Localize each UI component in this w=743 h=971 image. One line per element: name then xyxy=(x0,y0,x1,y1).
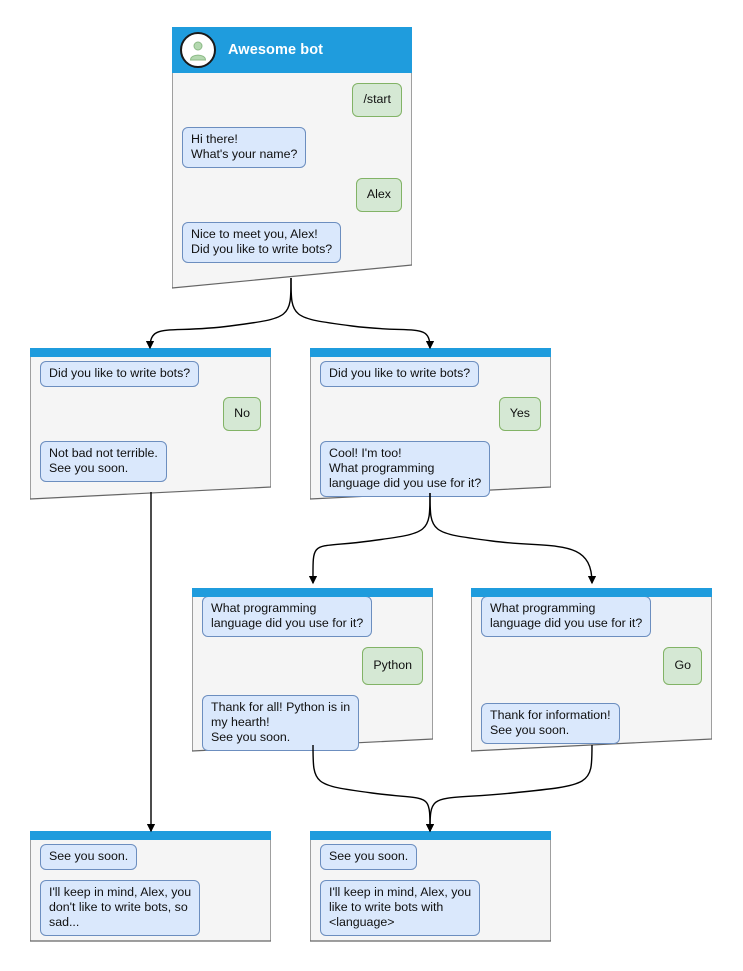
message-row: Not bad not terrible. See you soon. xyxy=(40,441,261,482)
bot-message-bubble[interactable]: What programming language did you use fo… xyxy=(481,596,652,637)
message-row: I'll keep in mind, Alex, you don't like … xyxy=(40,880,261,936)
edge-go-to-end-happy xyxy=(425,744,593,833)
user-message-bubble[interactable]: Python xyxy=(362,647,423,685)
node-lang-python-header xyxy=(192,588,433,597)
bot-message-bubble[interactable]: Hi there! What's your name? xyxy=(182,127,307,168)
message-row: /start xyxy=(182,83,402,117)
message-row: Did you like to write bots? xyxy=(40,361,261,387)
bot-message-bubble[interactable]: Did you like to write bots? xyxy=(40,361,200,387)
message-row: What programming language did you use fo… xyxy=(481,596,702,637)
bot-message-bubble[interactable]: I'll keep in mind, Alex, you don't like … xyxy=(40,880,201,936)
user-message-bubble[interactable]: Yes xyxy=(498,397,541,431)
message-row: What programming language did you use fo… xyxy=(202,596,423,637)
message-row: Thank for information! See you soon. xyxy=(481,703,702,744)
user-message-bubble[interactable]: No xyxy=(223,397,261,431)
bot-message-bubble[interactable]: See you soon. xyxy=(320,844,418,870)
node-answer-yes[interactable]: Did you like to write bots? Yes Cool! I'… xyxy=(310,348,551,500)
node-lang-go[interactable]: What programming language did you use fo… xyxy=(471,588,712,752)
node-answer-no-header xyxy=(30,348,271,357)
bot-message-bubble[interactable]: I'll keep in mind, Alex, you like to wri… xyxy=(320,880,481,936)
node-start[interactable]: Awesome bot /start Hi there! What's your… xyxy=(172,27,412,289)
message-row: I'll keep in mind, Alex, you like to wri… xyxy=(320,880,541,936)
message-row: No xyxy=(40,397,261,431)
node-end-sad[interactable]: See you soon. I'll keep in mind, Alex, y… xyxy=(30,831,271,942)
node-start-header: Awesome bot xyxy=(172,27,412,73)
node-end-sad-messages: See you soon. I'll keep in mind, Alex, y… xyxy=(30,844,271,946)
bot-message-bubble[interactable]: Thank for information! See you soon. xyxy=(481,703,620,744)
node-end-sad-header xyxy=(30,831,271,840)
node-end-happy-header xyxy=(310,831,551,840)
user-message-bubble[interactable]: Go xyxy=(663,647,702,685)
message-row: Did you like to write bots? xyxy=(320,361,541,387)
node-answer-yes-header xyxy=(310,348,551,357)
bot-message-bubble[interactable]: Not bad not terrible. See you soon. xyxy=(40,441,167,482)
node-lang-go-header xyxy=(471,588,712,597)
bot-message-bubble[interactable]: Thank for all! Python is in my hearth! S… xyxy=(202,695,360,751)
message-row: Yes xyxy=(320,397,541,431)
node-lang-go-messages: What programming language did you use fo… xyxy=(471,596,712,754)
message-row: Hi there! What's your name? xyxy=(182,127,402,168)
bot-message-bubble[interactable]: Nice to meet you, Alex! Did you like to … xyxy=(182,222,342,263)
node-answer-no-messages: Did you like to write bots? No Not bad n… xyxy=(30,361,271,492)
node-answer-yes-messages: Did you like to write bots? Yes Cool! I'… xyxy=(310,361,551,507)
bot-message-bubble[interactable]: What programming language did you use fo… xyxy=(202,596,373,637)
node-start-messages: /start Hi there! What's your name? Alex … xyxy=(172,83,412,273)
node-start-title: Awesome bot xyxy=(228,42,324,58)
message-row: See you soon. xyxy=(320,844,541,870)
node-answer-no[interactable]: Did you like to write bots? No Not bad n… xyxy=(30,348,271,500)
node-lang-python[interactable]: What programming language did you use fo… xyxy=(192,588,433,752)
message-row: Thank for all! Python is in my hearth! S… xyxy=(202,695,423,751)
user-message-bubble[interactable]: /start xyxy=(352,83,402,117)
bot-message-bubble[interactable]: See you soon. xyxy=(40,844,138,870)
node-lang-python-messages: What programming language did you use fo… xyxy=(192,596,433,761)
message-row: Alex xyxy=(182,178,402,212)
bot-message-bubble[interactable]: Cool! I'm too! What programming language… xyxy=(320,441,491,497)
bot-message-bubble[interactable]: Did you like to write bots? xyxy=(320,361,480,387)
node-end-happy[interactable]: See you soon. I'll keep in mind, Alex, y… xyxy=(310,831,551,942)
message-row: Nice to meet you, Alex! Did you like to … xyxy=(182,222,402,263)
user-message-bubble[interactable]: Alex xyxy=(355,178,402,212)
message-row: Python xyxy=(202,647,423,685)
message-row: Go xyxy=(481,647,702,685)
message-row: See you soon. xyxy=(40,844,261,870)
node-end-happy-messages: See you soon. I'll keep in mind, Alex, y… xyxy=(310,844,551,946)
message-row: Cool! I'm too! What programming language… xyxy=(320,441,541,497)
person-avatar-icon xyxy=(180,32,216,68)
